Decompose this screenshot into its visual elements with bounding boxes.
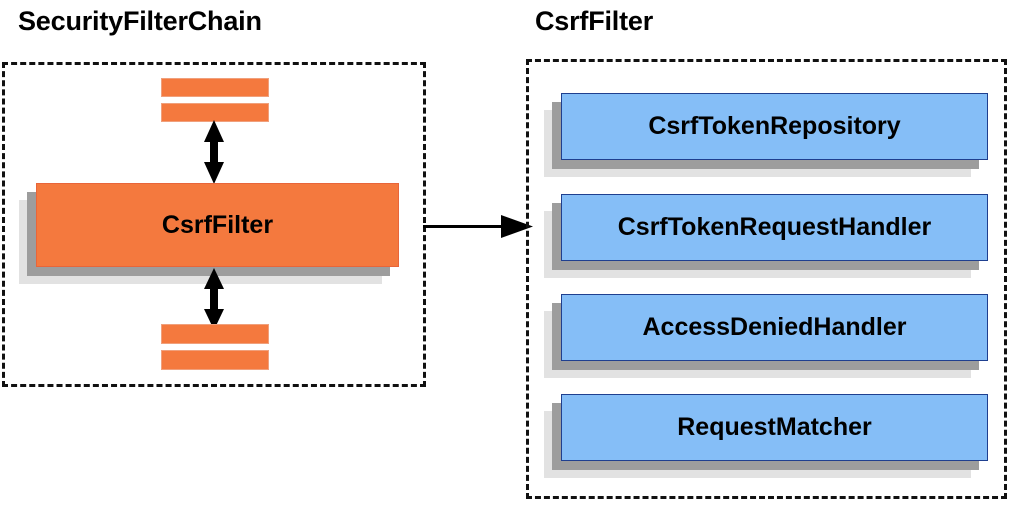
filter-bar-bottom-2 — [161, 350, 269, 370]
block-face: RequestMatcher — [561, 394, 988, 461]
block-face: CsrfFilter — [36, 183, 399, 267]
panel-title-csrf-filter: CsrfFilter — [535, 6, 654, 36]
panel-csrf-filter — [526, 59, 1007, 499]
block-label-requestmatcher: RequestMatcher — [677, 413, 872, 441]
block-label-csrftokenrepository: CsrfTokenRepository — [648, 112, 901, 140]
block-csrftokenrepository[interactable]: CsrfTokenRepository — [544, 93, 988, 177]
connector-csrffilter-to-bars-below — [200, 268, 228, 330]
block-label-csrftokenrequesthandler: CsrfTokenRequestHandler — [617, 213, 932, 241]
connector-csrffilter-to-bars-above — [200, 120, 228, 184]
block-face: CsrfTokenRepository — [561, 93, 988, 160]
block-csrffilter[interactable]: CsrfFilter — [19, 183, 399, 284]
panel-title-security-filter-chain: SecurityFilterChain — [18, 6, 262, 36]
block-label-accessdeniedhandler: AccessDeniedHandler — [642, 313, 907, 341]
panel-security-filter-chain — [2, 62, 426, 387]
block-face: AccessDeniedHandler — [561, 294, 988, 361]
filter-bar-bottom-1 — [161, 324, 269, 344]
block-requestmatcher[interactable]: RequestMatcher — [544, 394, 988, 478]
block-csrftokenrequesthandler[interactable]: CsrfTokenRequestHandler — [544, 194, 988, 278]
block-accessdeniedhandler[interactable]: AccessDeniedHandler — [544, 294, 988, 378]
block-face: CsrfTokenRequestHandler — [561, 194, 988, 261]
filter-bar-top-2 — [161, 103, 269, 122]
connector-chain-to-csrffilter — [423, 215, 533, 239]
block-label-csrffilter: CsrfFilter — [161, 210, 274, 239]
filter-bar-top-1 — [161, 78, 269, 97]
